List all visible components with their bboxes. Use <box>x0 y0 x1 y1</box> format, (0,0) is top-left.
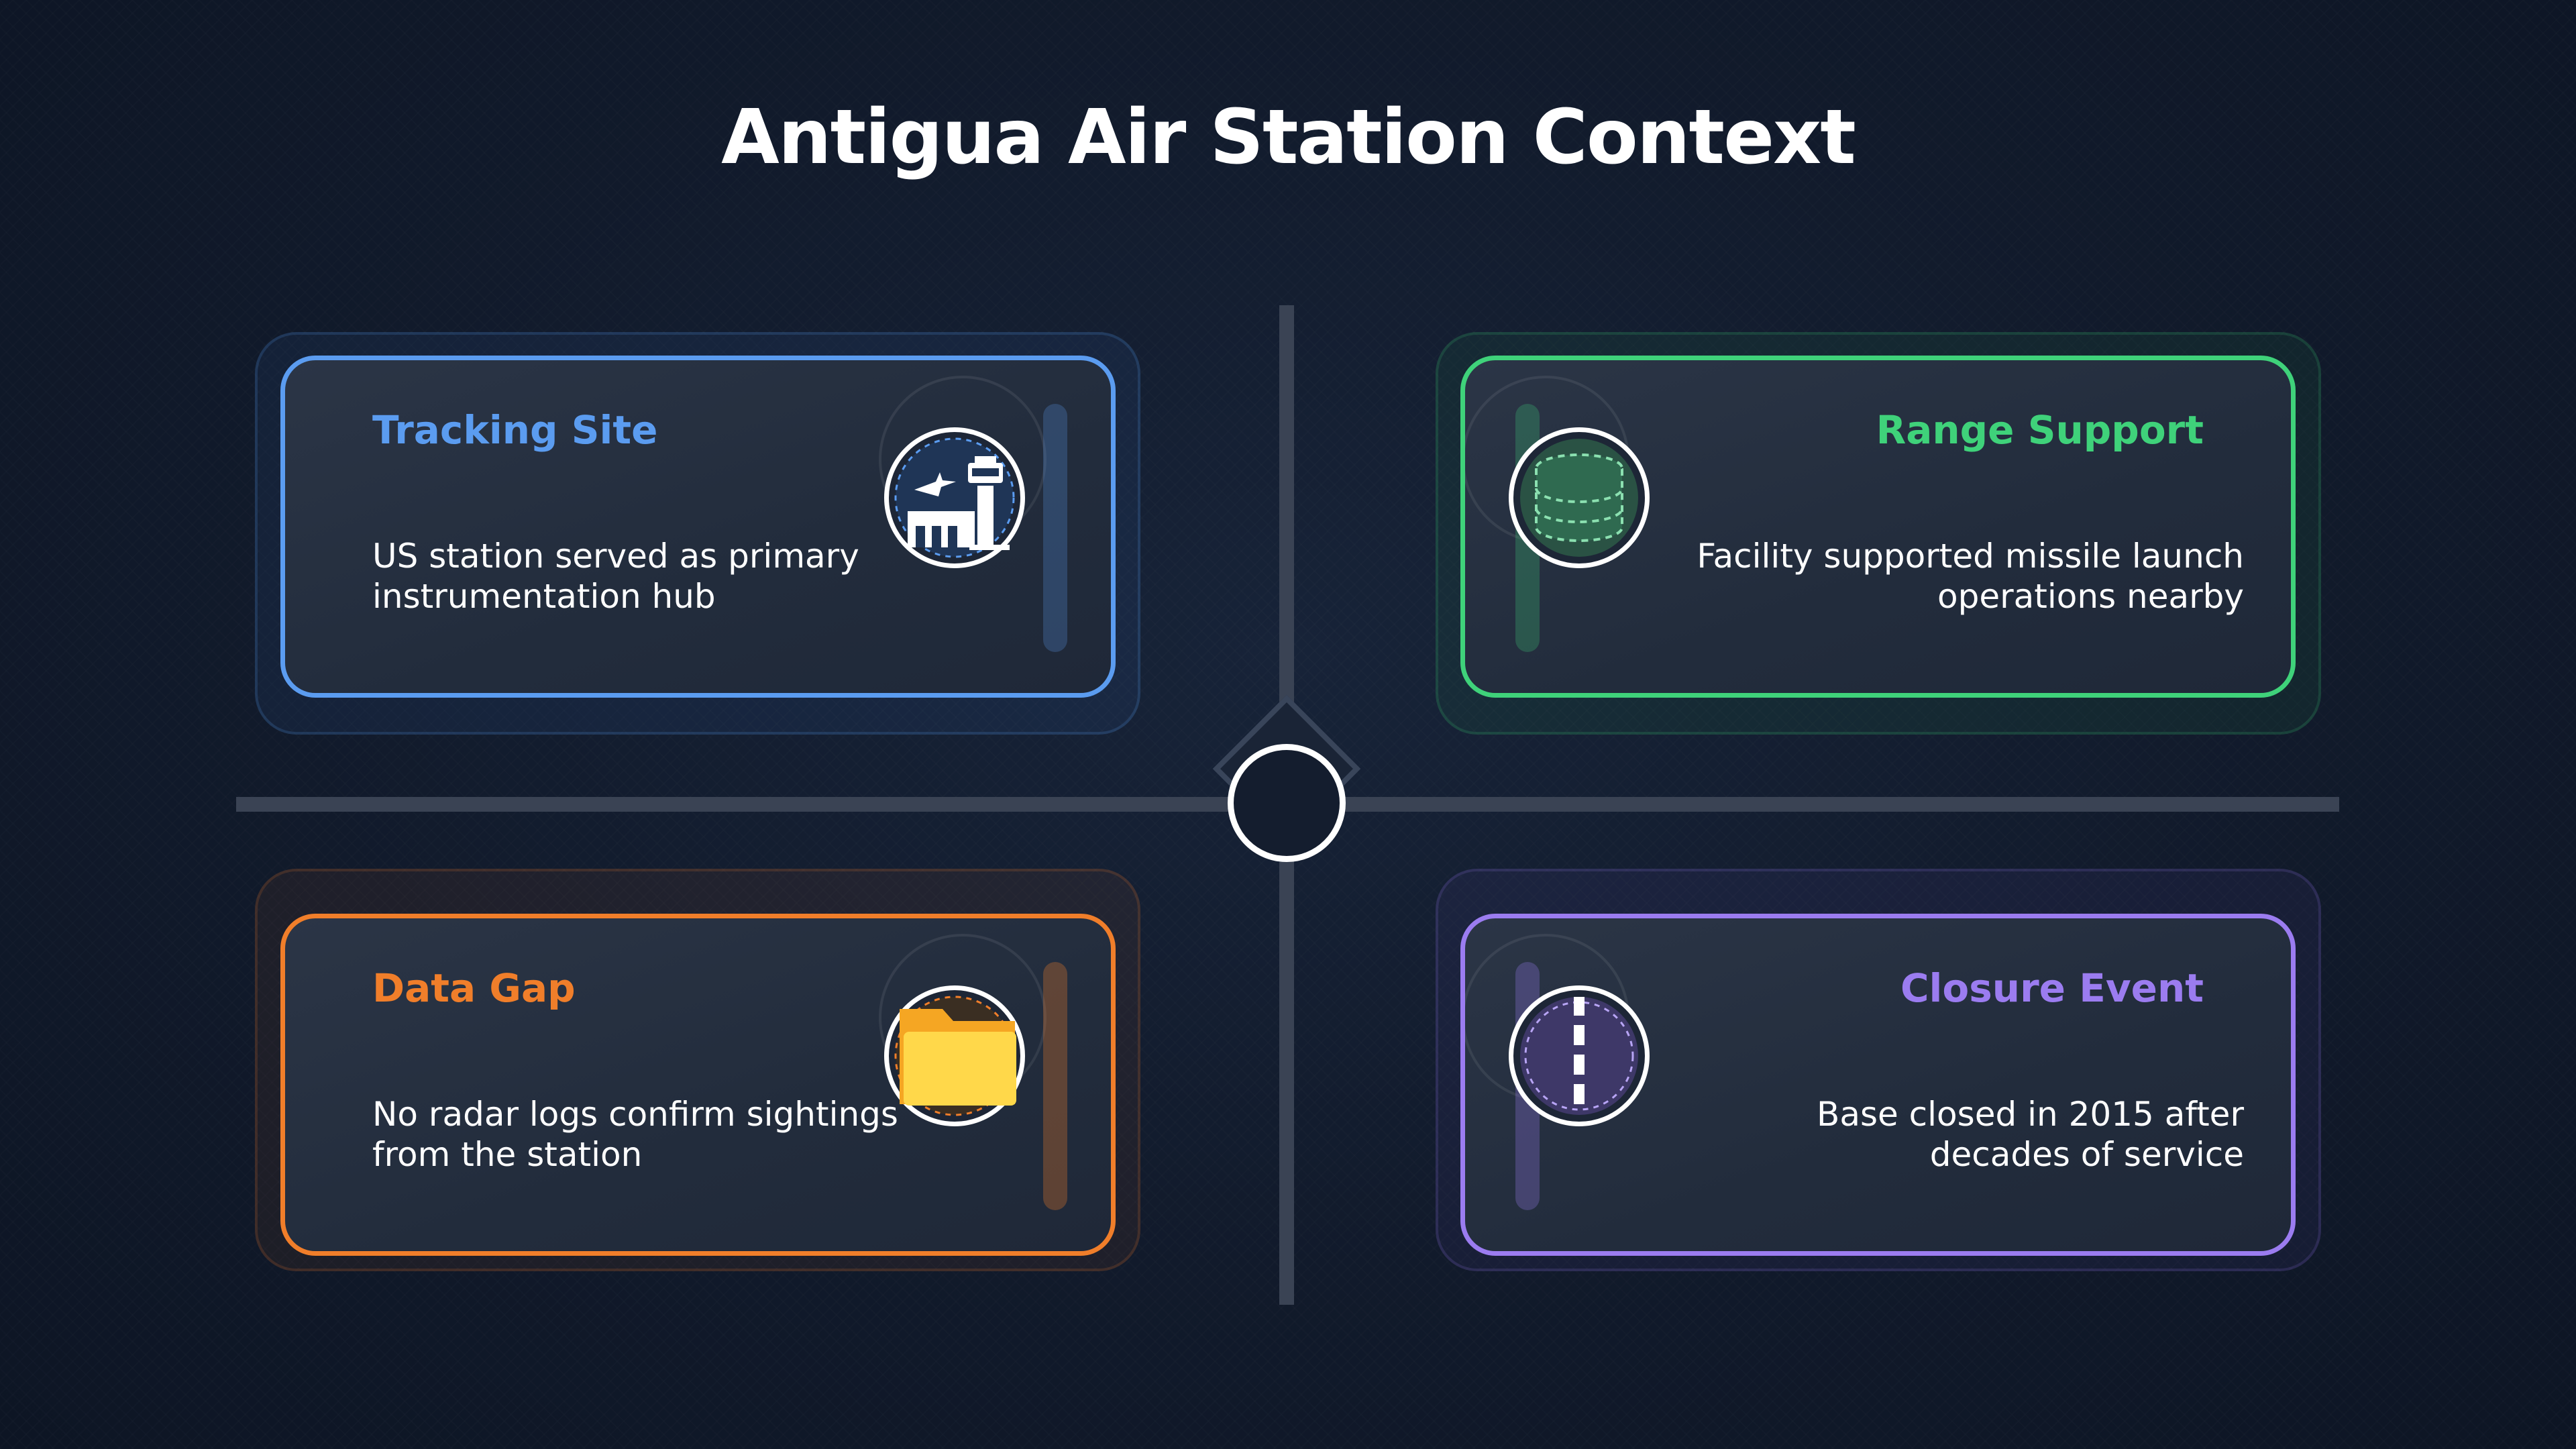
quadrant-tracking-site: Tracking Site US station served as prima… <box>280 356 1116 698</box>
quadrant-description: No radar logs confirm sightings from the… <box>372 1095 898 1174</box>
quadrant-data-gap: Data Gap No radar logs confirm sightings… <box>280 914 1116 1256</box>
quadrant-title: Tracking Site <box>372 407 658 453</box>
page-title: Antigua Air Station Context <box>721 94 1856 181</box>
airport-tower-icon <box>884 427 1025 568</box>
quadrant-description: Base closed in 2015 after decades of ser… <box>1817 1095 2244 1174</box>
quadrant-title: Data Gap <box>372 965 576 1011</box>
quadrant-range-support: Range Support Facility supported missile… <box>1460 356 2296 698</box>
accent-bar <box>1043 962 1067 1210</box>
quadrant-closure-event: Closure Event Base closed in 2015 after … <box>1460 914 2296 1256</box>
accent-bar <box>1043 404 1067 652</box>
quadrant-description: Facility supported missile launch operat… <box>1697 537 2244 616</box>
quadrant-title: Closure Event <box>1900 965 2204 1011</box>
folder-icon <box>884 985 1025 1126</box>
center-node <box>1228 744 1346 862</box>
road-icon <box>1509 985 1650 1126</box>
database-icon <box>1509 427 1650 568</box>
quadrant-description: US station served as primary instrumenta… <box>372 537 859 616</box>
quadrant-title: Range Support <box>1876 407 2204 453</box>
